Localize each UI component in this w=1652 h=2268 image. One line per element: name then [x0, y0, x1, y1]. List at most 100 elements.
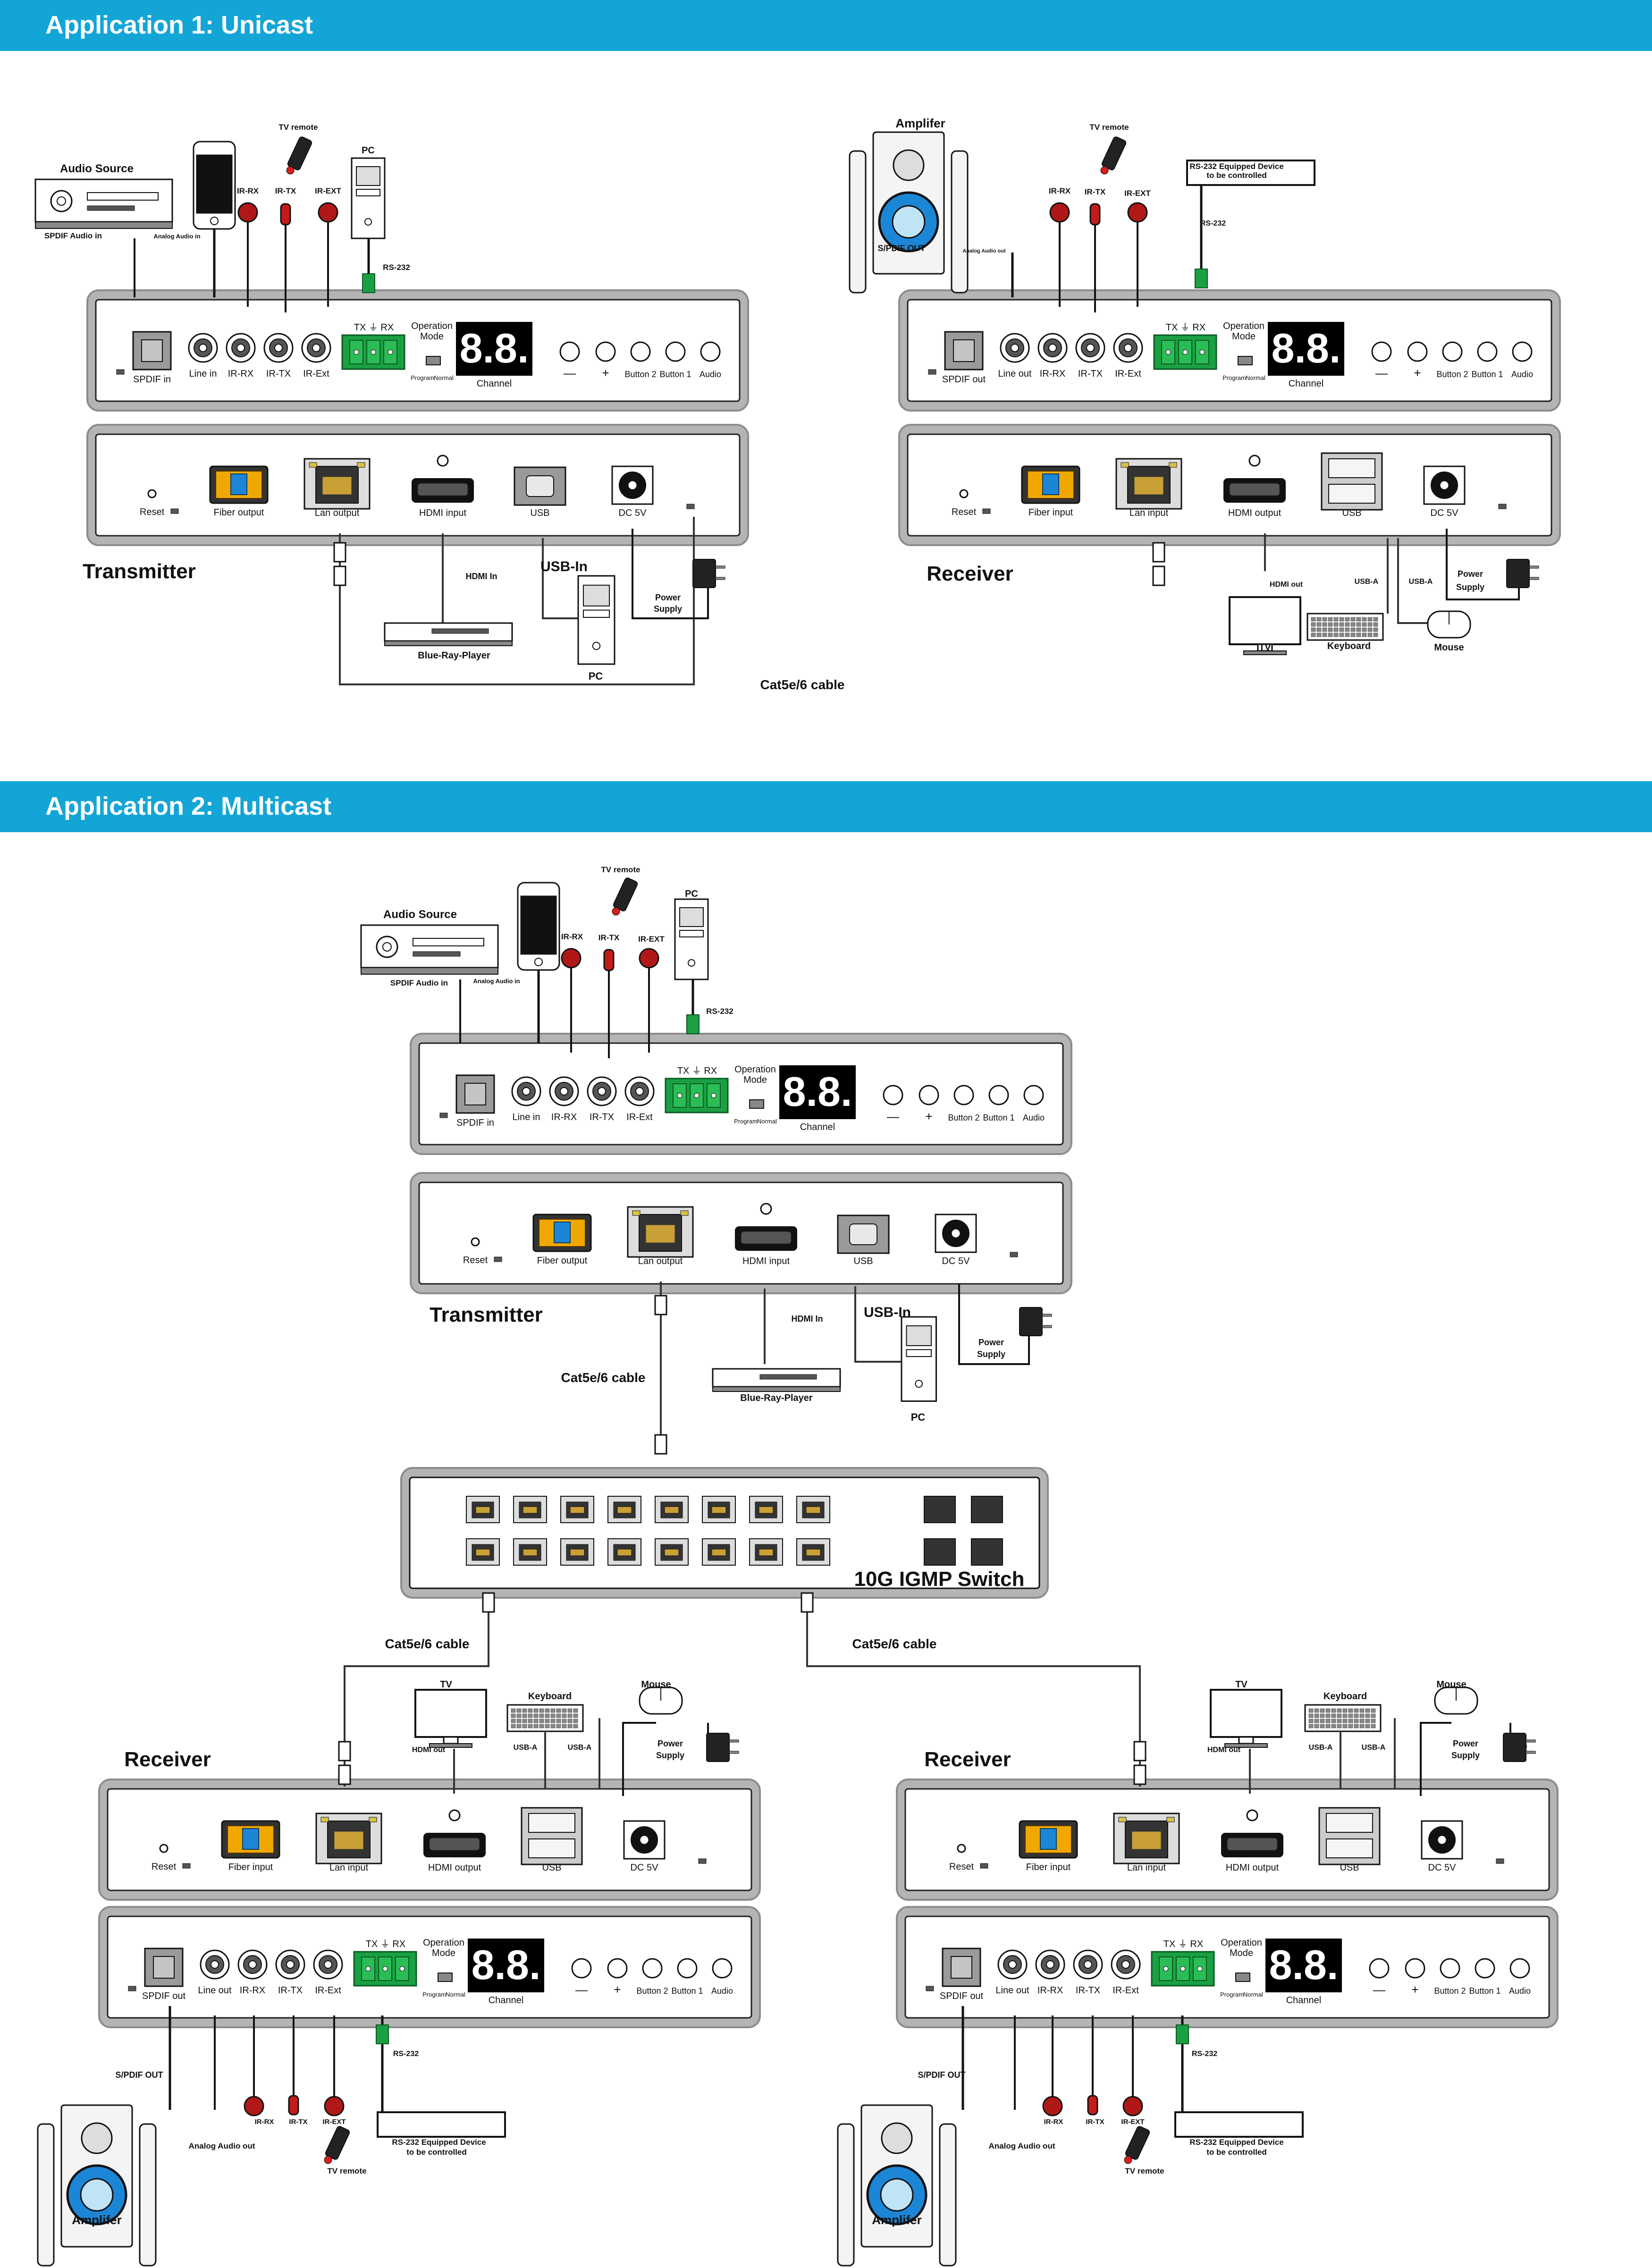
mouse: [1427, 610, 1471, 639]
pc-drive-bay: [906, 1349, 932, 1357]
rs232-device-box: [1186, 160, 1315, 186]
label: RS-232 Equipped Device: [392, 2138, 486, 2147]
channel-readout: 8.8.: [472, 1941, 541, 1988]
tv-remote: [1100, 136, 1127, 175]
tv: [1229, 596, 1301, 655]
label: HDMI out: [1207, 1746, 1241, 1754]
rj45-plug: [1152, 565, 1165, 586]
key: [1359, 1708, 1365, 1713]
label: IR-EXT: [1121, 2118, 1144, 2126]
label: Analog Audio out: [962, 248, 1006, 254]
rs232-plug: [376, 2024, 389, 2044]
label: TX ⏚ RX: [354, 322, 394, 333]
keyboard: [1304, 1704, 1382, 1732]
rj45-plug: [1133, 1764, 1146, 1785]
label: Amplifer: [72, 2213, 121, 2227]
key: [573, 1713, 578, 1718]
receiver-title: Receiver: [924, 1748, 1011, 1771]
label: USB-A: [1409, 578, 1433, 586]
key: [1322, 622, 1327, 627]
remote-body: [1125, 2126, 1150, 2160]
key: [1356, 627, 1361, 632]
label: Analog Audio in: [153, 233, 200, 240]
key: [1345, 617, 1350, 622]
key: [1328, 617, 1333, 622]
switch-port-contacts: [617, 1549, 632, 1556]
key: [1345, 622, 1350, 627]
pc-drive-bay: [356, 189, 380, 196]
jack-hole: [522, 1087, 531, 1096]
key: [1348, 1713, 1353, 1718]
led-indicator: [982, 508, 991, 514]
switch-port-contacts: [475, 1549, 490, 1556]
tv-stand: [1238, 1736, 1254, 1745]
label: Operation: [734, 1064, 776, 1075]
label: PC: [911, 1411, 926, 1423]
label: Operation: [423, 1938, 464, 1948]
label: RS-232: [1200, 219, 1226, 228]
label: IR-TX: [1086, 2118, 1104, 2126]
seven-segment-display: [779, 1065, 856, 1119]
mouse: [1434, 1686, 1478, 1715]
usb-a-slot: [1328, 458, 1375, 478]
label: HDMI out: [1270, 581, 1303, 589]
cable: [622, 1722, 656, 1796]
pc-power-button: [915, 1380, 923, 1388]
remote-signal: [1124, 2156, 1132, 2164]
dc-pin: [1437, 1835, 1447, 1845]
panel-button: [1512, 341, 1533, 362]
speaker-right: [951, 150, 969, 294]
label: Channel: [477, 379, 512, 389]
ir-bulb: [1087, 2095, 1098, 2116]
rs232-device: [377, 2111, 506, 2138]
key: [522, 1708, 527, 1713]
panel-button: [953, 1085, 974, 1105]
rs232-device: [1186, 160, 1315, 186]
cable-label: Cat5e/6 cable: [852, 1636, 937, 1651]
ir-head: [244, 2096, 264, 2116]
key: [1350, 617, 1356, 622]
key: [1365, 1713, 1370, 1718]
key: [1333, 617, 1339, 622]
switch-port-contacts: [570, 1506, 585, 1514]
dc-pin: [640, 1835, 649, 1845]
channel-readout: 8.8.: [1269, 1941, 1339, 1988]
seven-segment-display: [468, 1939, 544, 1992]
amp-woofer-center: [880, 2178, 914, 2212]
switch-port-contacts: [475, 1506, 490, 1514]
label: Mode: [1230, 1948, 1253, 1958]
switch-port-contacts: [711, 1549, 726, 1556]
key: [1316, 622, 1322, 627]
label: Power: [1453, 1739, 1478, 1748]
ir-head: [324, 2096, 345, 2116]
player-base: [712, 1386, 841, 1392]
ir-emitter: [318, 202, 338, 307]
key: [522, 1719, 527, 1723]
label: Button 1: [1469, 1986, 1500, 1996]
label: SPDIF out: [940, 1991, 984, 2001]
ir-bulb: [1089, 203, 1101, 226]
hdmi-indicator: [448, 1809, 461, 1821]
key: [550, 1724, 556, 1728]
label: IR-RX: [1040, 369, 1065, 379]
key: [1345, 632, 1350, 637]
jack-hole: [635, 1087, 644, 1096]
label: Button 2: [1434, 1986, 1466, 1996]
label: IR-TX: [598, 933, 620, 942]
rj45-plug-body: [654, 1434, 667, 1455]
speaker-right: [939, 2123, 957, 2267]
fiber-port-core: [554, 1222, 571, 1243]
key: [1314, 1708, 1319, 1713]
tv-screen: [1210, 1689, 1282, 1738]
adapter-prong: [715, 565, 725, 569]
label: Operation: [411, 321, 453, 331]
label: TV remote: [601, 865, 640, 874]
lan-contacts: [322, 476, 352, 495]
pc: [674, 898, 709, 980]
seven-segment-display: [1265, 1939, 1342, 1992]
label: Normal: [1243, 1991, 1263, 1998]
key: [533, 1708, 539, 1713]
label: USB: [542, 1863, 561, 1873]
